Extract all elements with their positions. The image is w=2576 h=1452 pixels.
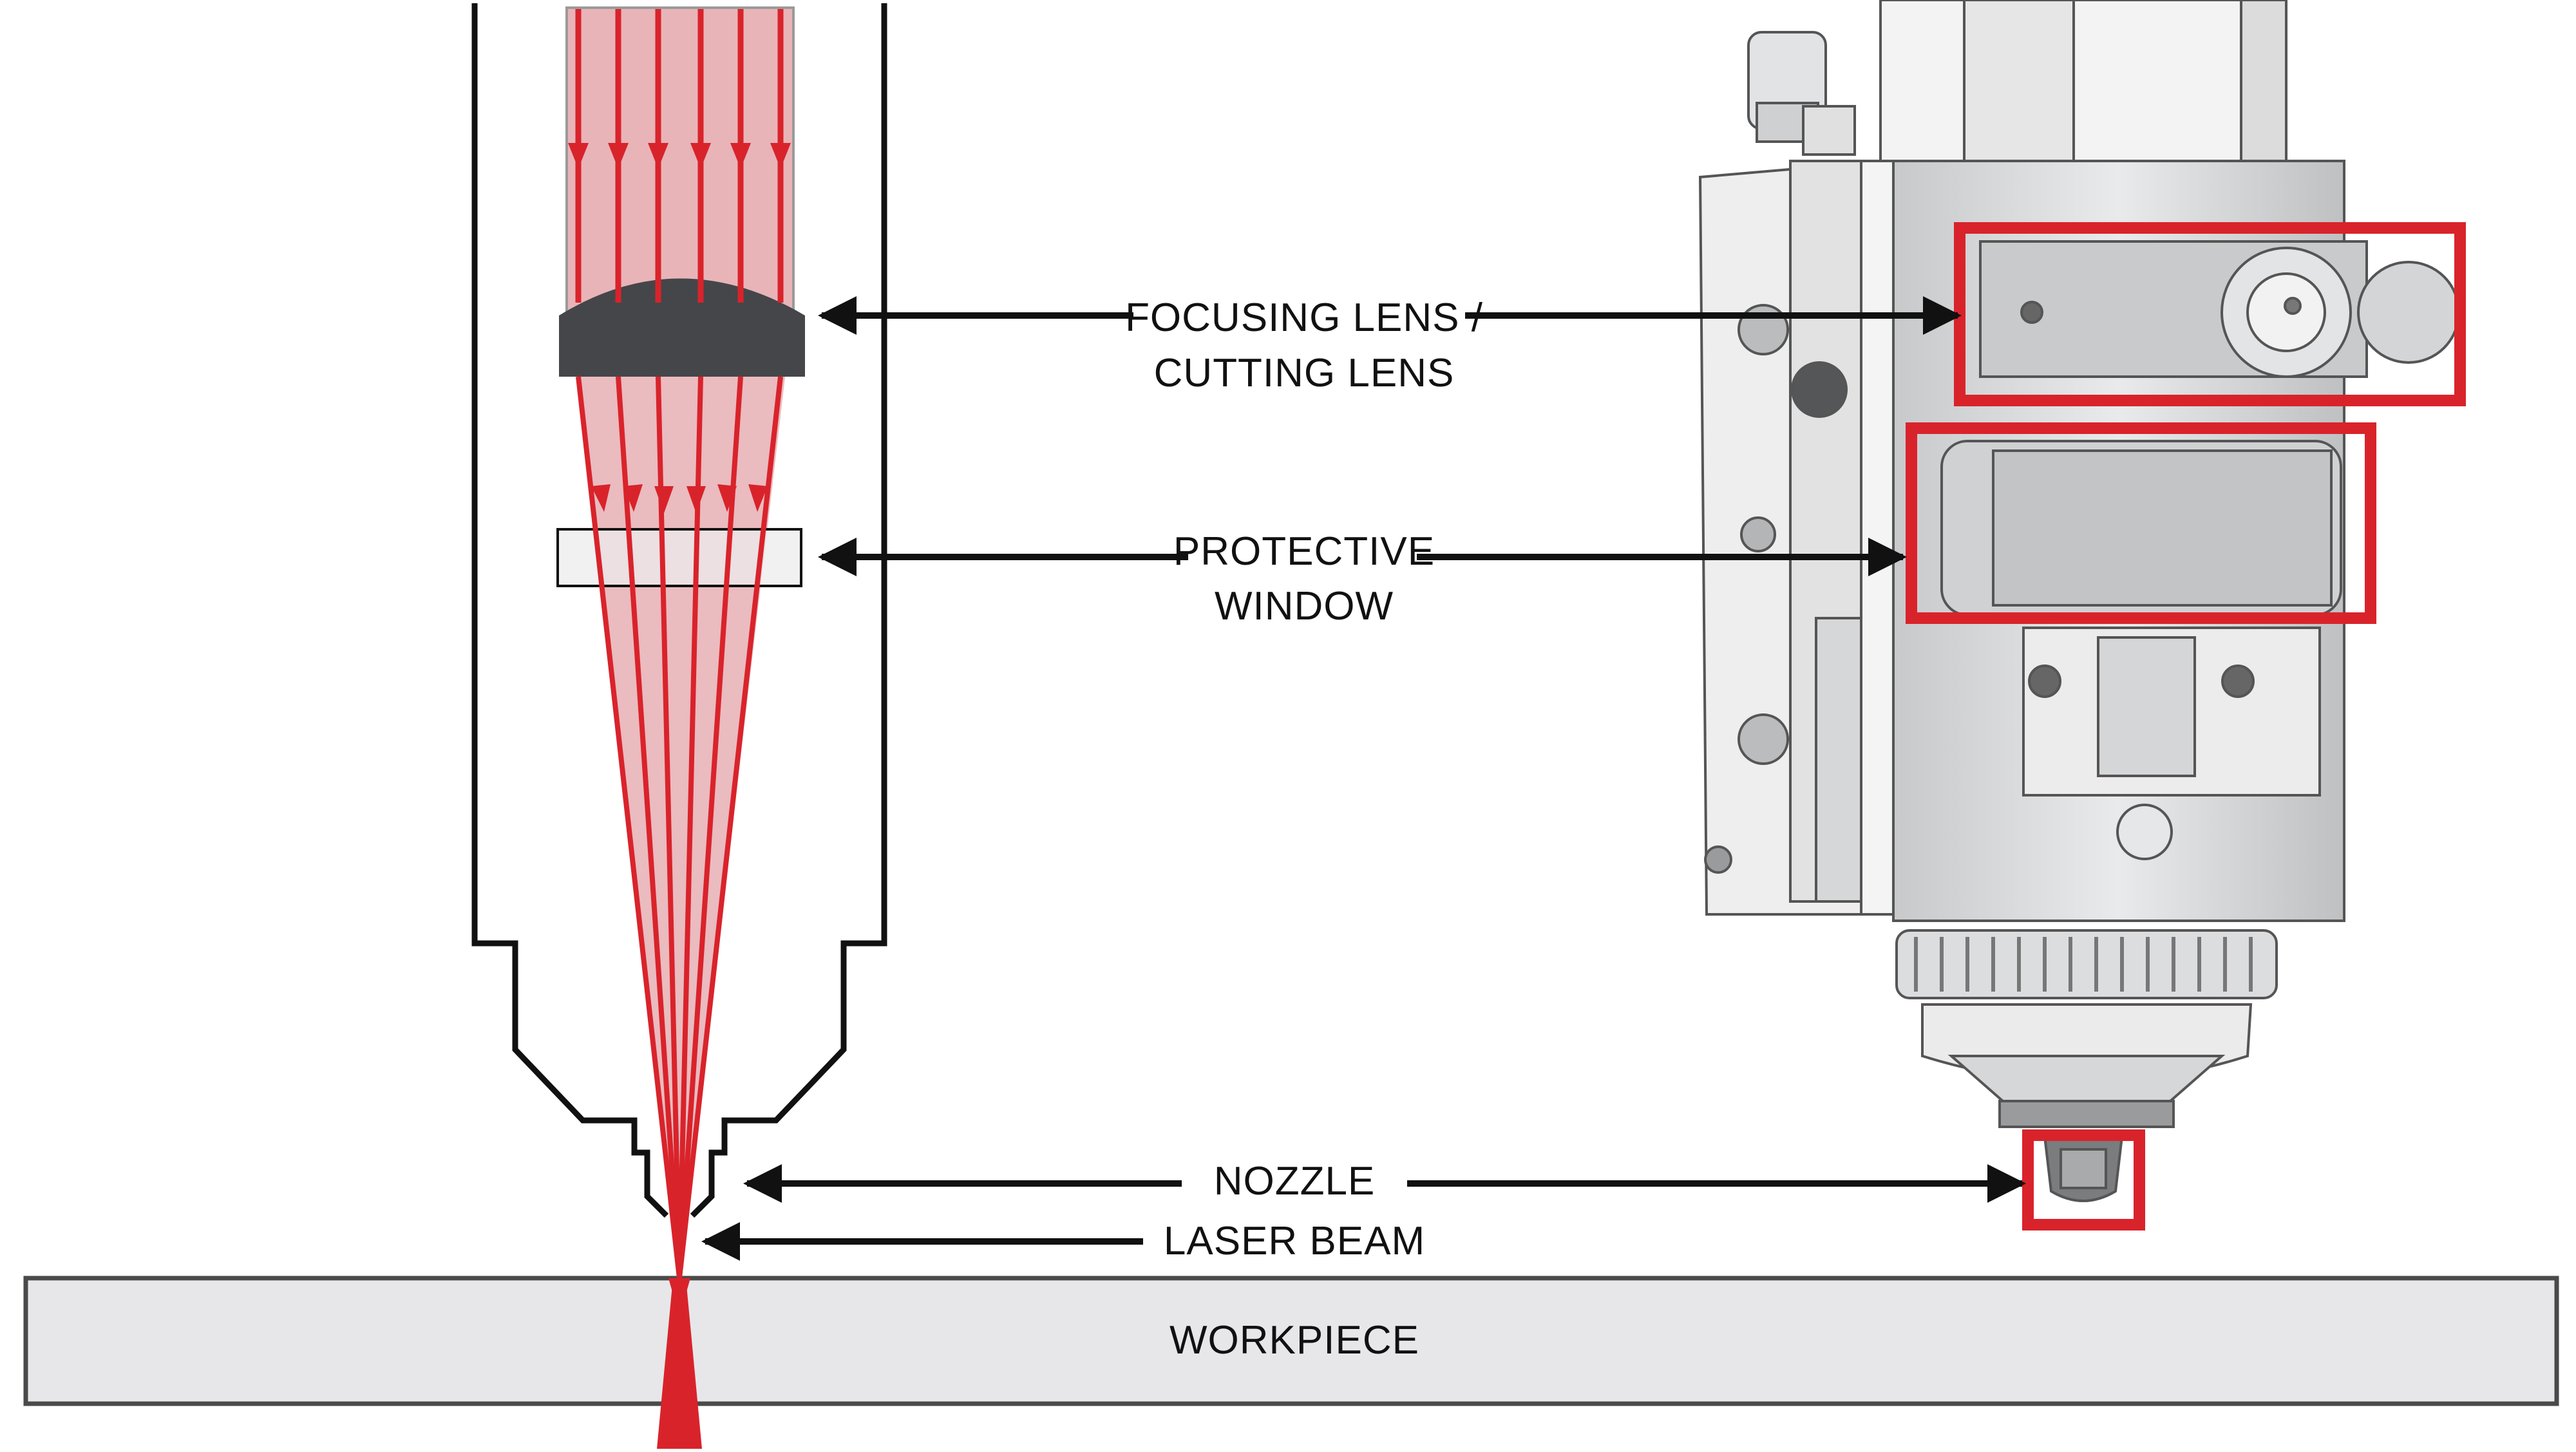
cutting-head-outline-right: [690, 3, 887, 1218]
focusing-lens-label-line1: FOCUSING LENS /: [1125, 296, 1483, 340]
focused-beam-cone: [575, 361, 787, 1281]
focusing-lens: [559, 278, 805, 377]
protective-window-label-line2: WINDOW: [1214, 584, 1394, 628]
laser-head-photo: [1698, 0, 2460, 1202]
ray-arrowheads-lower: [591, 484, 768, 513]
workpiece-label: WORKPIECE: [1170, 1318, 1419, 1362]
ray-arrowheads-top: [568, 143, 791, 169]
converging-rays: [576, 376, 783, 1279]
focusing-lens-label-line2: CUTTING LENS: [1153, 351, 1455, 395]
protective-window-label-line1: PROTECTIVE: [1173, 529, 1435, 574]
workpiece: [23, 1276, 2559, 1406]
protective-window-highlight: [1906, 422, 2376, 624]
beam-focus-through-workpiece: [657, 1278, 702, 1449]
nozzle-label: NOZZLE: [1213, 1159, 1376, 1203]
cutting-head-outline: [471, 3, 669, 1218]
collimated-beam: [565, 6, 795, 318]
laser-beam-label: LASER BEAM: [1163, 1219, 1426, 1263]
pointer-arrows: [701, 296, 2026, 1261]
nozzle-highlight: [2022, 1129, 2145, 1230]
beam-focus-in-workpiece: [668, 1278, 690, 1317]
